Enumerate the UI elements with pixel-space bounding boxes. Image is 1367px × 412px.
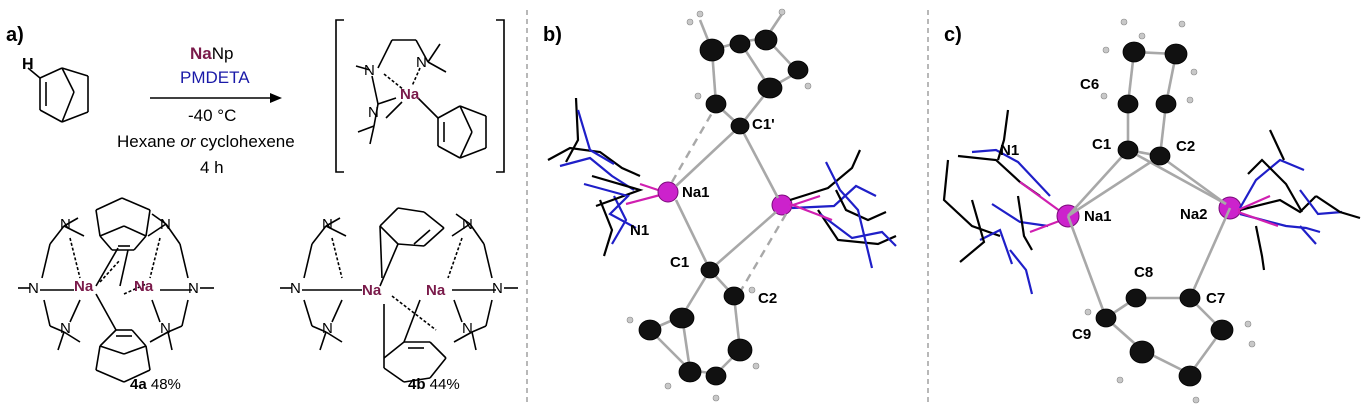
c-c8-label: C8 <box>1134 264 1154 281</box>
c-na2-label: Na2 <box>1180 206 1208 223</box>
c-c7-label: C7 <box>1206 290 1226 307</box>
intermediate-structure <box>335 19 505 173</box>
product-4b-structure <box>280 207 518 383</box>
product-4a-yield: 48% <box>146 376 181 393</box>
b-c1-label: C1 <box>670 254 690 271</box>
c-c6-label: C6 <box>1080 76 1100 93</box>
reagent-np: Np <box>211 44 234 63</box>
p4a-n-left-mid: N <box>28 280 39 297</box>
p4a-n-right-top: N <box>160 216 171 233</box>
hydrogen-label: H <box>22 56 34 73</box>
reagent-sodium: Na <box>190 44 212 63</box>
norbornene-structure <box>27 67 89 123</box>
b-n1-label: N1 <box>630 222 650 239</box>
temperature: -40 °C <box>188 106 237 125</box>
product-4a-id: 4a <box>130 376 147 393</box>
c-na1-label: Na1 <box>1084 208 1112 225</box>
solvent-cyclohexene: cyclohexene <box>195 132 295 151</box>
b-c2-label: C2 <box>758 290 778 307</box>
product-4a-structure <box>18 197 214 383</box>
p4a-n-left-top: N <box>60 216 71 233</box>
p4a-n-right-mid: N <box>188 280 199 297</box>
reaction-time: 4 h <box>200 158 224 177</box>
p4b-n-left-bottom: N <box>322 320 333 337</box>
p4b-n-left-top: N <box>322 216 333 233</box>
c-n1-label: N1 <box>1000 142 1020 159</box>
panel-label-c: c) <box>944 24 962 46</box>
product-4b-id: 4b <box>408 376 426 393</box>
int-n3: N <box>368 104 379 121</box>
int-n1: N <box>364 62 375 79</box>
ligand-reagent: PMDETA <box>180 68 250 87</box>
solvent-hexane: Hexane <box>117 132 181 151</box>
p4b-n-right-bottom: N <box>462 320 473 337</box>
c-c2-label: C2 <box>1176 138 1196 155</box>
b-c1prime-label: C1' <box>752 116 775 133</box>
p4a-n-left-bottom: N <box>60 320 71 337</box>
panel-label-b: b) <box>543 24 562 46</box>
solvent: Hexane or cyclohexene <box>117 132 295 152</box>
p4b-n-left-mid: N <box>290 280 301 297</box>
base-reagent: NaNp <box>190 44 233 64</box>
product-4b-label: 4b 44% <box>408 376 460 393</box>
product-4b-yield: 44% <box>425 376 460 393</box>
panel-label-a: a) <box>6 24 24 46</box>
crystal-structure-b <box>547 8 897 402</box>
int-n2: N <box>416 54 427 71</box>
crystal-structure-c <box>942 18 1361 404</box>
c-c9-label: C9 <box>1072 326 1092 343</box>
p4a-n-right-bottom: N <box>160 320 171 337</box>
p4b-n-right-mid: N <box>492 280 503 297</box>
p4b-n-right-top: N <box>462 216 473 233</box>
p4a-na-right: Na <box>134 278 154 295</box>
p4b-na-left: Na <box>362 282 382 299</box>
product-4a-label: 4a 48% <box>130 376 181 393</box>
reaction-arrow <box>150 93 282 103</box>
p4b-na-right: Na <box>426 282 446 299</box>
c-c1-label: C1 <box>1092 136 1112 153</box>
p4a-na-left: Na <box>74 278 94 295</box>
int-na: Na <box>400 86 420 103</box>
solvent-or: or <box>180 132 196 151</box>
b-na1-label: Na1 <box>682 184 710 201</box>
